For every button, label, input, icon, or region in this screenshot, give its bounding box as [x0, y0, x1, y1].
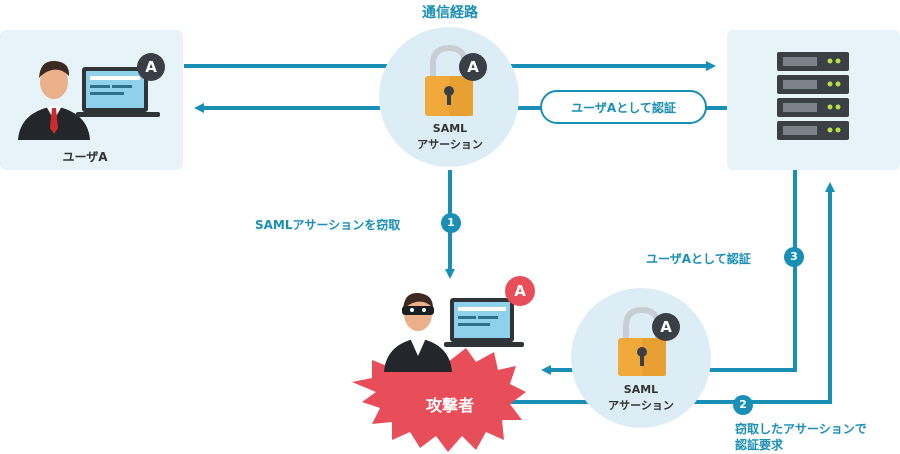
- step1-badge: [441, 213, 461, 233]
- saml-top-badge: [459, 53, 487, 81]
- attacker-badge-letter: A: [514, 282, 526, 300]
- step3-label: ユーザAとして認証: [646, 252, 751, 266]
- attacker-person-icon: [384, 292, 452, 372]
- user-label: ユーザA: [62, 150, 108, 164]
- step1-label: SAMLアサーションを窃取: [255, 218, 401, 232]
- step2-line2: 認証要求: [735, 438, 784, 452]
- saml-bottom-line1: SAML: [623, 383, 659, 396]
- attacker-badge: [505, 276, 535, 306]
- step3-badge: [784, 247, 804, 267]
- user-person-icon: [18, 60, 90, 140]
- saml-bottom-badge: [652, 313, 680, 341]
- user-laptop-icon: [76, 67, 160, 117]
- step2-line1: 窃取したアサーションで: [735, 422, 867, 436]
- server-icon: [777, 52, 849, 140]
- user-badge-letter: A: [145, 58, 157, 76]
- attacker-burst: [352, 348, 526, 452]
- step2-number: 2: [739, 398, 747, 411]
- channel-title: 通信経路: [422, 5, 478, 21]
- saml-top-line2: アサーション: [417, 138, 483, 151]
- step2-badge: [733, 395, 753, 415]
- saml-bottom-badge-letter: A: [660, 318, 672, 336]
- step1-number: 1: [447, 216, 455, 229]
- saml-top-badge-letter: A: [467, 58, 479, 76]
- lock-top-icon: [425, 44, 473, 116]
- saml-bottom-line2: アサーション: [608, 399, 674, 412]
- user-badge: [137, 53, 165, 81]
- auth-pill: [540, 90, 707, 124]
- attacker-label: 攻撃者: [425, 396, 474, 415]
- attacker-laptop-icon: [444, 298, 524, 347]
- auth-pill-label: ユーザAとして認証: [571, 101, 676, 115]
- step3-number: 3: [790, 250, 798, 263]
- saml-top-line1: SAML: [432, 122, 468, 135]
